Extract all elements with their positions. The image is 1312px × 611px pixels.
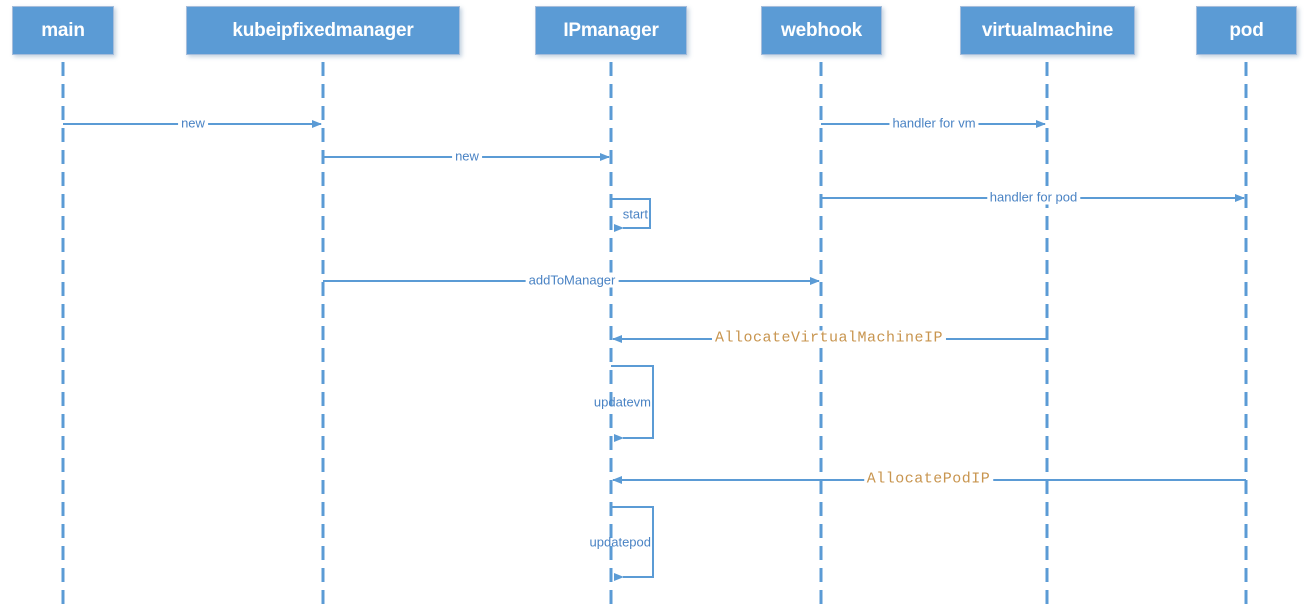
participant-virtualmachine[interactable]: virtualmachine [960,6,1135,55]
self-message-m8 [611,365,654,442]
message-label-m9: AllocatePodIP [863,471,994,487]
participant-label: IPmanager [563,19,659,41]
participant-ipmanager[interactable]: IPmanager [535,6,687,55]
message-label-m3: new [452,148,482,164]
participant-label: pod [1229,19,1264,41]
participant-kubeipfixedmanager[interactable]: kubeipfixedmanager [186,6,460,55]
message-label-m4: handler for pod [986,189,1081,205]
participant-pod[interactable]: pod [1196,6,1297,55]
message-label-m6: addToManager [525,272,619,288]
participant-label: main [41,19,85,41]
participant-webhook[interactable]: webhook [761,6,882,55]
message-label-m10: updatepod [589,534,651,550]
participant-main[interactable]: main [12,6,114,55]
participant-label: kubeipfixedmanager [232,19,414,41]
participant-label: webhook [781,19,862,41]
self-message-m10 [611,506,654,581]
lifelines-layer [61,62,1248,604]
message-label-m5: start [622,206,648,221]
participant-label: virtualmachine [981,19,1114,41]
message-label-m7: AllocateVirtualMachineIP [711,330,947,346]
message-label-m8: updatevm [593,394,651,410]
message-label-m1: new [178,115,208,131]
message-label-m2: handler for vm [889,115,979,131]
self-message-m5 [611,198,651,232]
